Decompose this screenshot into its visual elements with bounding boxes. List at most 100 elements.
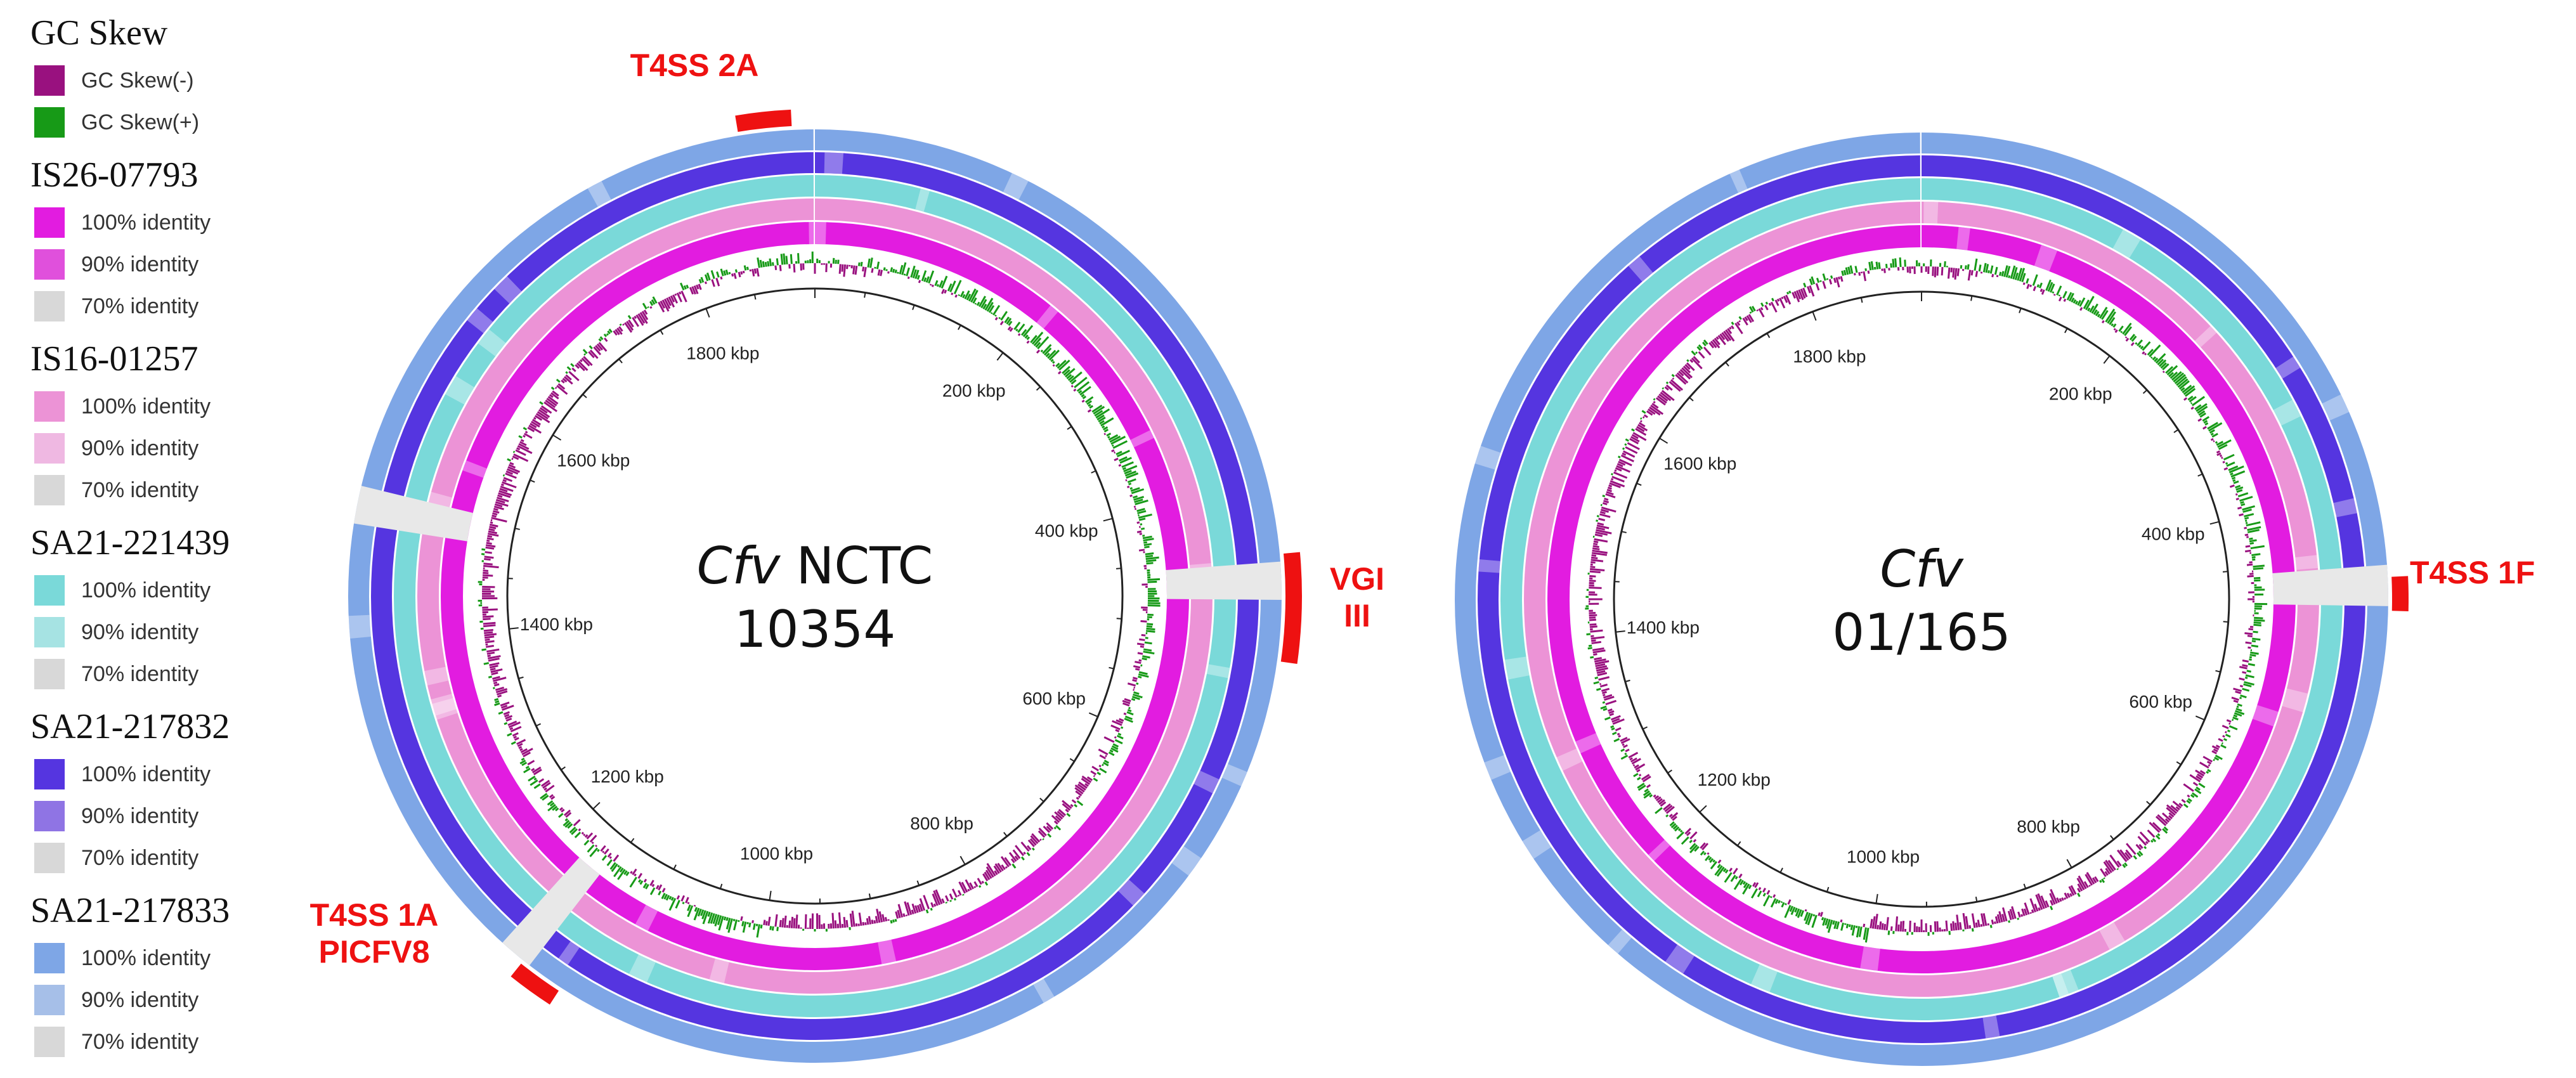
- gc-skew-bar: [609, 862, 616, 870]
- legend-item: 70% identity: [25, 469, 355, 511]
- gc-skew-bar: [1664, 805, 1673, 812]
- gc-skew-bar: [1607, 708, 1613, 712]
- ring-sa21-217832: [1477, 155, 2365, 1043]
- gc-skew-bar: [1053, 820, 1058, 825]
- backbone-tick: [2023, 883, 2027, 889]
- gc-skew-bar: [1099, 767, 1107, 774]
- gc-skew-bar: [1774, 299, 1779, 306]
- gc-skew-bar: [1091, 765, 1099, 772]
- gc-skew-bar: [1120, 726, 1124, 729]
- gc-skew-bar: [2246, 563, 2253, 566]
- tick-label: 1800 kbp: [686, 344, 759, 363]
- gc-skew-bar: [1596, 515, 1599, 517]
- gc-skew-bar: [643, 309, 648, 315]
- gc-skew-bar: [2246, 521, 2261, 527]
- gc-skew-bar: [2122, 322, 2132, 335]
- gc-skew-bar: [2241, 503, 2246, 507]
- gc-skew-bar: [2017, 918, 2020, 920]
- ring-lower-identity-segment: [1221, 763, 1247, 786]
- ring-lower-identity-segment: [2295, 555, 2319, 570]
- gc-skew-bar: [858, 912, 862, 926]
- gc-skew-bar: [1809, 278, 1813, 285]
- gc-skew-bar: [642, 302, 647, 309]
- gc-skew-bar: [2029, 898, 2036, 912]
- gc-skew-bar: [2118, 325, 2124, 332]
- gc-skew-bar: [2216, 450, 2220, 454]
- gc-skew-bar: [1112, 720, 1122, 726]
- gc-skew-bar: [1779, 297, 1786, 309]
- gc-skew-bar: [1123, 712, 1127, 715]
- gc-skew-bar: [2187, 395, 2194, 401]
- gc-skew-bar: [2135, 843, 2142, 851]
- gc-skew-bar: [1094, 410, 1103, 417]
- ring-lower-identity-segment: [1648, 840, 1670, 861]
- gc-skew-bar: [1082, 395, 1087, 399]
- gc-skew-bar: [482, 615, 494, 618]
- gc-skew-bar: [2035, 894, 2043, 911]
- gc-skew-bar: [685, 897, 689, 904]
- gc-skew-bar: [862, 266, 865, 272]
- gc-skew-bar: [524, 431, 528, 434]
- gc-skew-bar: [1765, 301, 1769, 305]
- tick-label: 800 kbp: [910, 814, 973, 833]
- backbone-tick: [1975, 897, 1978, 902]
- gc-skew-bar: [1657, 395, 1667, 404]
- gc-skew-bar: [1020, 841, 1030, 852]
- gc-skew-bar: [2125, 849, 2133, 858]
- gc-skew-bar: [2058, 296, 2062, 302]
- gc-skew-bar: [1871, 916, 1876, 929]
- gc-skew-bar: [911, 909, 914, 914]
- gc-skew-bar: [1716, 866, 1725, 877]
- gc-skew-bar: [2180, 387, 2185, 392]
- gc-skew-bar: [1651, 403, 1659, 409]
- gc-skew-bar: [701, 910, 706, 919]
- gc-skew-bar: [1649, 406, 1661, 416]
- gc-skew-bar: [1038, 828, 1047, 836]
- gc-skew-bar: [2152, 822, 2162, 831]
- gc-skew-bar: [1139, 638, 1145, 641]
- gc-skew-bar: [1065, 368, 1076, 378]
- gc-skew-bar: [933, 890, 941, 906]
- gc-skew-bar: [1628, 751, 1639, 759]
- gc-skew-bar: [1762, 887, 1766, 893]
- gc-skew-bar: [2152, 838, 2157, 843]
- gc-skew-bar: [1899, 257, 1902, 268]
- gc-skew-bar: [931, 284, 934, 287]
- gc-skew-bar: [1763, 895, 1771, 907]
- ring-lower-identity-segment: [2052, 973, 2069, 997]
- gc-skew-bar: [884, 917, 888, 922]
- gc-skew-bar: [1020, 328, 1027, 336]
- gc-skew-bar: [1620, 748, 1625, 752]
- gc-skew-bar: [925, 276, 930, 283]
- gc-skew-bar: [652, 296, 658, 304]
- backbone-tick: [1621, 531, 1627, 533]
- legend-swatch: [34, 433, 65, 464]
- tick-label: 1000 kbp: [740, 844, 813, 864]
- gc-skew-bar: [1980, 924, 1983, 927]
- gc-skew-bar: [2210, 438, 2214, 441]
- gc-skew-bar: [563, 376, 573, 385]
- gc-skew-bar: [571, 367, 576, 372]
- gc-skew-bar: [918, 280, 921, 283]
- gc-skew-bar: [1956, 914, 1960, 930]
- gc-skew-bar: [549, 802, 555, 807]
- gc-skew-bar: [513, 736, 517, 739]
- gc-skew-bar: [1145, 559, 1157, 562]
- gc-skew-bar: [488, 528, 495, 531]
- tick-label: 1600 kbp: [557, 450, 630, 470]
- gc-skew-bar: [714, 914, 720, 926]
- backbone-tick: [509, 627, 519, 630]
- tick-label: 1600 kbp: [1663, 453, 1736, 473]
- gc-skew-bar: [1845, 267, 1849, 275]
- gc-skew-bar: [980, 299, 987, 309]
- backbone-circle: [506, 287, 1124, 905]
- gc-skew-bar: [2170, 805, 2179, 812]
- gc-skew-bar: [1624, 752, 1627, 755]
- gc-skew-bar: [2008, 920, 2011, 923]
- ring-lower-identity-segment: [478, 329, 506, 356]
- ring-lower-identity-segment: [1194, 770, 1220, 794]
- gc-skew-bar: [1648, 408, 1656, 415]
- gc-skew-bar: [486, 539, 490, 542]
- legend-item: 90% identity: [25, 244, 355, 285]
- gc-skew-bar: [1959, 922, 1962, 930]
